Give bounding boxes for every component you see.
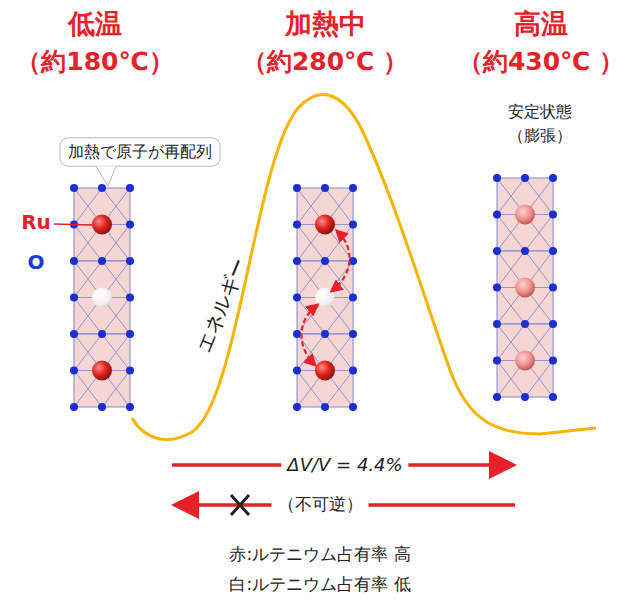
legend-note: 赤:ルテニウム占有率 高 <box>229 545 410 565</box>
temperature: （約430℃ ） <box>458 48 624 77</box>
column-title: 高温 <box>514 8 568 39</box>
column-title: 低温 <box>68 8 122 39</box>
state-label: 安定状態 <box>508 103 572 121</box>
cross-mark <box>231 495 249 515</box>
callout-bubble <box>60 138 220 166</box>
hop-arrow <box>333 232 350 290</box>
state-label: （膨張） <box>508 127 572 145</box>
leader-line <box>54 224 92 225</box>
temperature: （約180℃） <box>16 48 173 77</box>
callout-tail <box>96 166 116 186</box>
irreversible-note: （不可逆） <box>272 495 369 515</box>
column-title: 加熱中 <box>285 8 366 39</box>
axis-label: エネルギー <box>193 254 252 355</box>
volume-change: ΔV/V = 4.4% <box>281 455 408 476</box>
crystal-columns <box>70 174 557 411</box>
legend-note: 白:ルテニウム占有率 低 <box>229 575 410 595</box>
hop-arrow <box>302 306 317 364</box>
temperature: （約280℃ ） <box>242 48 408 77</box>
callout-text: 加熱で原子が再配列 <box>68 143 212 161</box>
atom-label: Ru <box>21 211 51 234</box>
atom-label: O <box>27 251 44 274</box>
